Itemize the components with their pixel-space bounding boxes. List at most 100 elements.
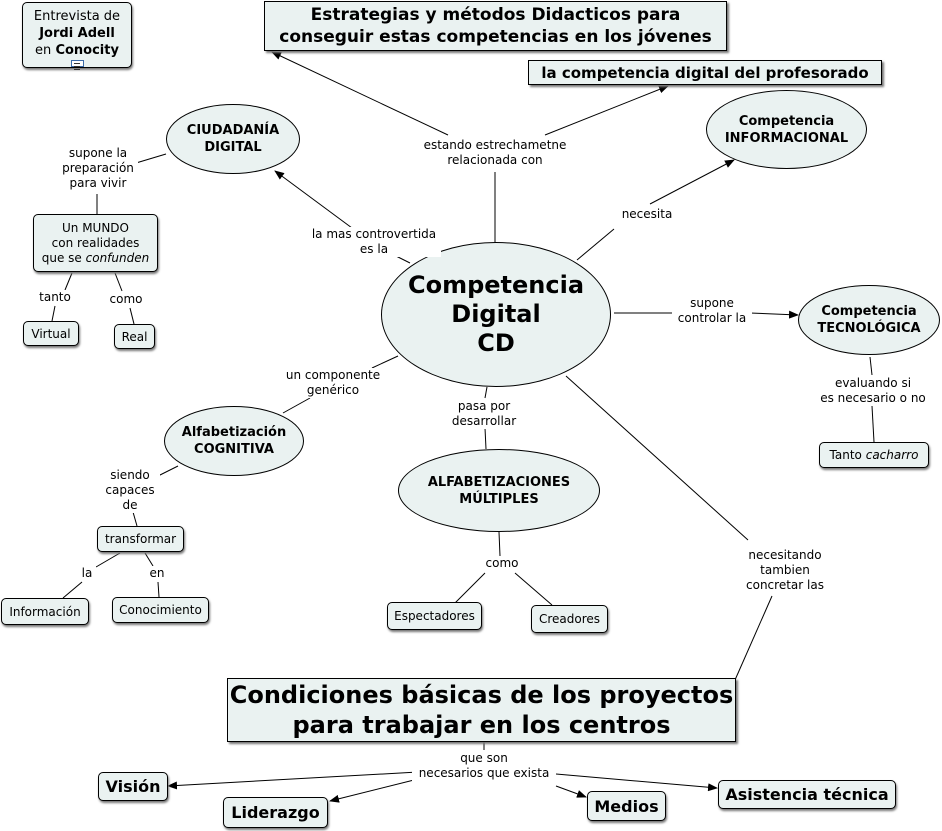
edge-como-real xyxy=(129,307,135,325)
node-alfabetizaciones-multiples[interactable]: ALFABETIZACIONES MÚLTIPLES xyxy=(398,449,600,532)
node-competencia-tecnologica[interactable]: Competencia TECNOLÓGICA xyxy=(798,285,940,355)
edge-estando-estrategias xyxy=(271,51,449,136)
edge-controvertida-ciudadania xyxy=(274,170,353,229)
node-creadores[interactable]: Creadores xyxy=(531,605,608,633)
edge-center-necesitando xyxy=(565,375,749,541)
edge-mundo-como xyxy=(114,272,123,292)
link-como-1: como xyxy=(106,292,146,307)
node-mundo[interactable]: Un MUNDO con realidades que se confunden xyxy=(33,214,158,272)
espectadores-label: Espectadores xyxy=(394,609,475,623)
ciudadania-line2: DIGITAL xyxy=(204,140,262,155)
multiples-line1: ALFABETIZACIONES xyxy=(427,474,571,490)
conocimiento-label: Conocimiento xyxy=(119,603,202,617)
center-line3: CD xyxy=(477,329,515,357)
cognitiva-line2: COGNITIVA xyxy=(194,442,274,457)
edge-como-creadores xyxy=(514,572,553,606)
edge-estando-profesorado xyxy=(544,85,669,136)
edge-transformar-en xyxy=(144,552,154,567)
interview-site-line: en Conocity xyxy=(35,43,119,58)
edge-pasa-multiples xyxy=(484,427,487,450)
link-necesita: necesita xyxy=(617,207,677,222)
node-virtual[interactable]: Virtual xyxy=(23,321,79,346)
node-espectadores[interactable]: Espectadores xyxy=(387,602,482,630)
edge-necesita-informacional xyxy=(649,159,735,205)
mundo-line2: con realidades xyxy=(51,235,140,250)
edge-tecnologica-evaluando xyxy=(869,356,873,376)
node-vision[interactable]: Visión xyxy=(98,772,168,801)
creadores-label: Creadores xyxy=(538,612,601,626)
node-real[interactable]: Real xyxy=(114,324,155,349)
node-transformar[interactable]: transformar xyxy=(97,526,184,552)
node-conocimiento[interactable]: Conocimiento xyxy=(112,597,209,623)
edge-siendo-transformar xyxy=(132,511,138,527)
edge-tanto-virtual xyxy=(51,305,56,322)
center-line2: Digital xyxy=(451,300,541,328)
node-profesorado[interactable]: la competencia digital del profesorado xyxy=(528,60,882,85)
link-la: la xyxy=(78,566,96,581)
mundo-line1: Un MUNDO xyxy=(61,220,129,235)
node-competencia-digital[interactable]: Competencia Digital CD xyxy=(381,242,611,387)
edge-center-controvertida xyxy=(395,255,411,264)
edge-queson-medios xyxy=(555,785,587,798)
edge-transformar-la xyxy=(95,552,121,568)
link-como-2: como xyxy=(482,556,522,571)
condiciones-line2: para trabajar en los centros xyxy=(292,711,671,739)
node-liderazgo[interactable]: Liderazgo xyxy=(223,797,328,828)
ciudadania-line1: CIUDADANÍA xyxy=(186,123,280,138)
edge-en-conocimiento xyxy=(157,581,160,598)
node-tanto-cacharro[interactable]: Tanto cacharro xyxy=(819,442,929,468)
mundo-line3: que se confunden xyxy=(41,250,150,265)
edge-ciudadania-supone xyxy=(135,153,167,164)
edge-necesitando-condiciones xyxy=(734,595,773,681)
center-line1: Competencia xyxy=(407,271,585,299)
edge-center-necesita xyxy=(576,228,615,261)
node-estrategias[interactable]: Estrategias y métodos Didacticos para co… xyxy=(264,1,727,51)
edge-queson-liderazgo xyxy=(329,778,419,803)
node-alfabetizacion-cognitiva[interactable]: Alfabetización COGNITIVA xyxy=(164,406,304,476)
edge-mundo-tanto xyxy=(64,272,73,291)
node-medios[interactable]: Medios xyxy=(587,791,666,821)
asistencia-label: Asistencia técnica xyxy=(725,785,889,804)
node-competencia-informacional[interactable]: Competencia INFORMACIONAL xyxy=(706,90,867,169)
tecnologica-line1: Competencia xyxy=(821,304,917,319)
document-link-icon[interactable] xyxy=(70,60,84,70)
interview-note[interactable]: Entrevista de Jordi Adell en Conocity xyxy=(22,2,132,70)
informacion-label: Información xyxy=(9,604,81,619)
edge-center-pasa xyxy=(484,386,488,399)
profesorado-label: la competencia digital del profesorado xyxy=(541,63,869,82)
transformar-label: transformar xyxy=(104,532,177,546)
node-asistencia-tecnica[interactable]: Asistencia técnica xyxy=(718,780,896,809)
tecnologica-line2: TECNOLÓGICA xyxy=(817,321,921,336)
node-informacion[interactable]: Información xyxy=(1,598,89,625)
informacional-line2: INFORMACIONAL xyxy=(724,130,849,146)
interview-name: Jordi Adell xyxy=(39,26,115,41)
edge-multiples-como xyxy=(498,531,501,557)
node-ciudadania-digital[interactable]: CIUDADANÍA DIGITAL xyxy=(166,104,300,174)
edge-componente-cognitiva xyxy=(282,397,311,414)
edge-queson-vision xyxy=(167,771,419,790)
multiples-line2: MÚLTIPLES xyxy=(459,491,539,507)
edge-la-informacion xyxy=(62,581,83,599)
vision-label: Visión xyxy=(105,777,161,796)
cognitiva-line1: Alfabetización xyxy=(181,425,287,440)
virtual-label: Virtual xyxy=(31,326,71,341)
link-en: en xyxy=(146,566,168,581)
estrategias-line2: conseguir estas competencias en los jóve… xyxy=(279,27,712,47)
informacional-line1: Competencia xyxy=(738,113,835,129)
node-condiciones-basicas[interactable]: Condiciones básicas de los proyectos par… xyxy=(227,678,736,742)
link-tanto: tanto xyxy=(35,290,75,305)
estrategias-line1: Estrategias y métodos Didacticos para xyxy=(310,5,681,25)
real-label: Real xyxy=(121,329,148,344)
edge-supone-tecnologica xyxy=(749,310,799,319)
edge-center-componente xyxy=(371,355,399,369)
edge-como-espectadores xyxy=(454,572,486,604)
